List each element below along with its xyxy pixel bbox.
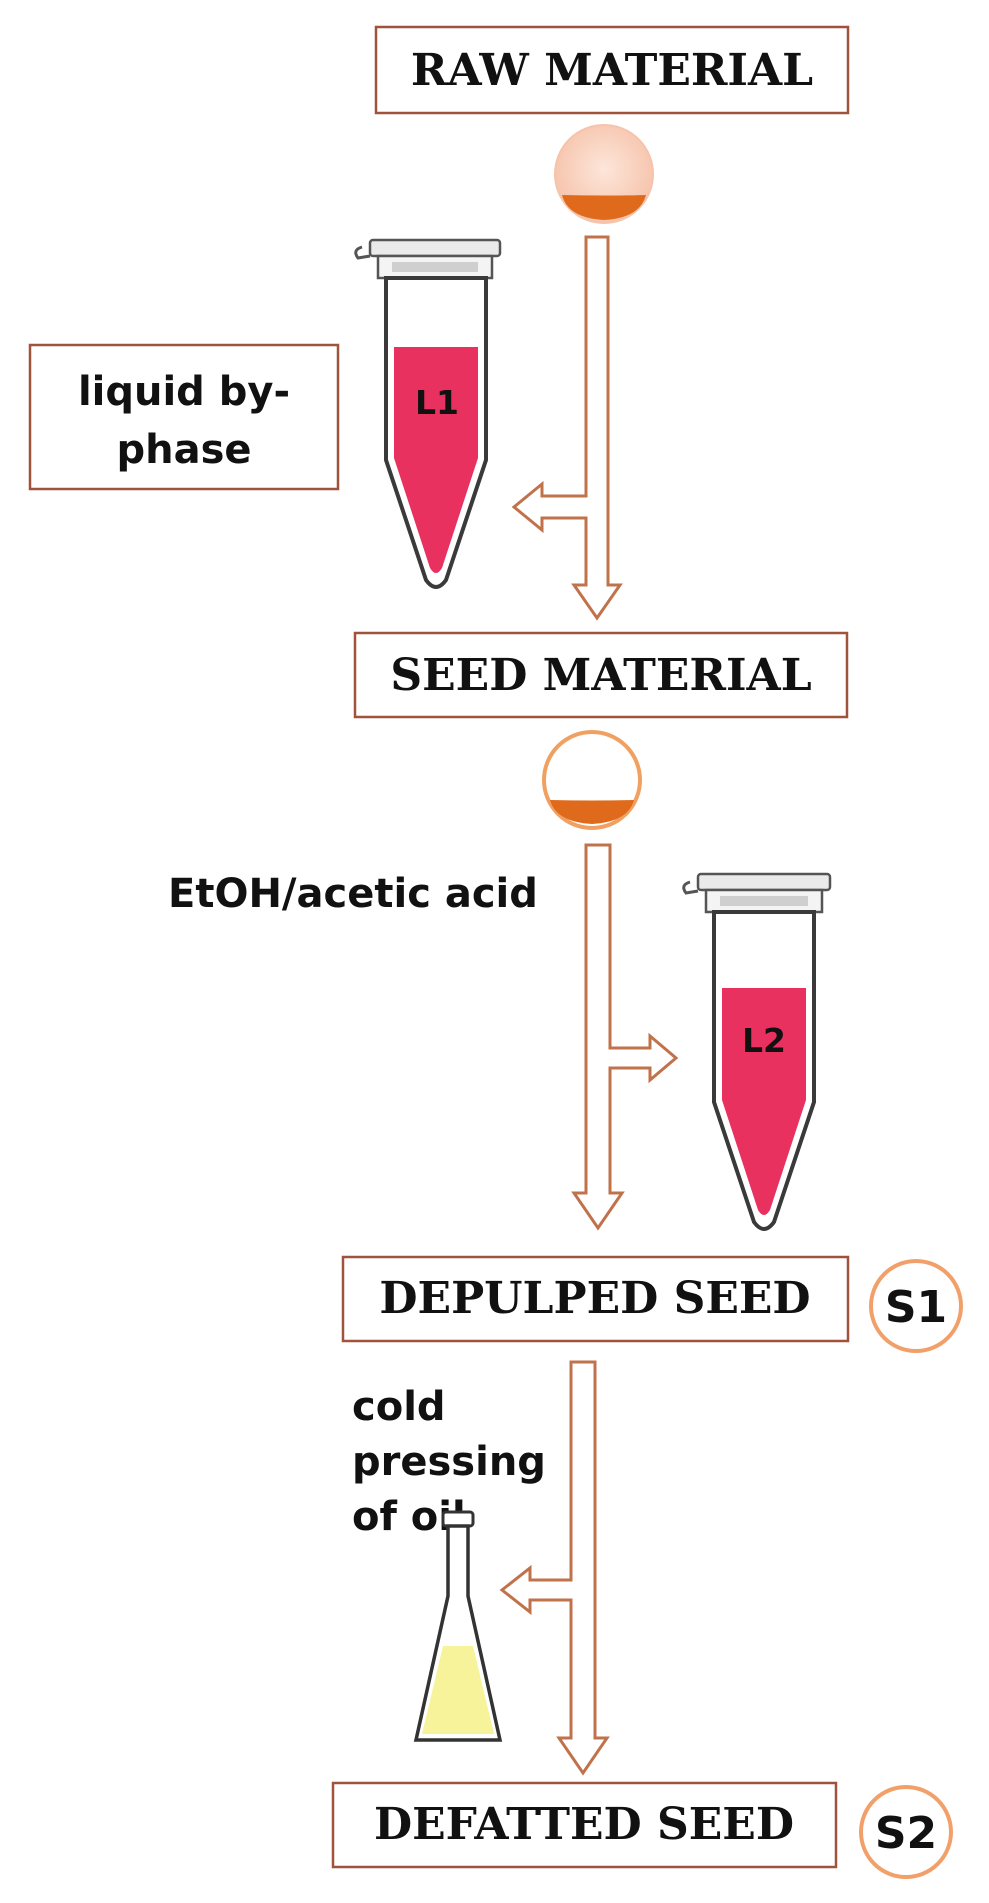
seed-material-dish-icon [542, 730, 642, 830]
oil-flask-icon [413, 1510, 503, 1742]
seed-material-label: SEED MATERIAL [390, 650, 811, 701]
seed-material-box: SEED MATERIAL [353, 631, 849, 719]
raw-material-label: RAW MATERIAL [411, 45, 813, 96]
s1-label: S1 [885, 1282, 947, 1333]
flow-arrow-2 [571, 843, 679, 1231]
depulped-seed-box: DEPULPED SEED [341, 1255, 850, 1343]
flow-arrow-1 [511, 235, 623, 621]
defatted-seed-box: DEFATTED SEED [331, 1781, 838, 1869]
tube-l1-label: L1 [415, 383, 459, 422]
liquid-byphase-label-line1: liquid by- [78, 369, 290, 415]
etoh-acetic-acid-label: EtOH/acetic acid [168, 871, 538, 917]
cold-pressing-label-line2: pressing [352, 1439, 546, 1485]
liquid-byphase-label-line2: phase [116, 427, 251, 473]
flow-arrow-3 [499, 1360, 610, 1776]
raw-material-dish-icon [554, 124, 654, 224]
raw-material-box: RAW MATERIAL [374, 25, 850, 115]
cold-pressing-label-line1: cold [352, 1384, 446, 1430]
s1-badge: S1 [869, 1259, 963, 1353]
tube-l2-label: L2 [742, 1021, 786, 1060]
depulped-seed-label: DEPULPED SEED [379, 1273, 810, 1324]
tube-l2-icon: L2 [682, 872, 832, 1231]
defatted-seed-label: DEFATTED SEED [374, 1799, 794, 1850]
liquid-byphase-box: liquid by- phase [28, 343, 340, 491]
s2-badge: S2 [859, 1785, 953, 1879]
s2-label: S2 [875, 1808, 937, 1859]
tube-l1-icon: L1 [354, 238, 502, 589]
